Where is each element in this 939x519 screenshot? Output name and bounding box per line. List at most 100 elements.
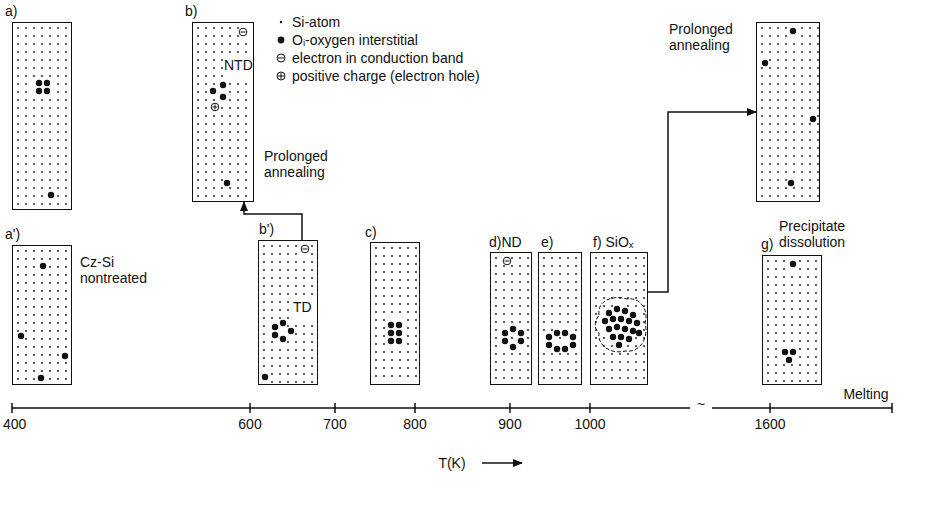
- legend-text: Oᵢ-oxygen interstitial: [292, 32, 418, 48]
- oxygen-atom: [546, 334, 552, 340]
- oxygen-atom: [786, 357, 792, 363]
- oxygen-atom: [38, 375, 44, 381]
- panel-label: b'): [259, 221, 274, 237]
- oxygen-atom: [610, 316, 616, 322]
- oxygen-atom: [280, 336, 286, 342]
- oxygen-atom: [18, 333, 24, 339]
- crystal-panel: f) SiOₓ: [590, 252, 648, 385]
- oxygen-atom: [602, 318, 608, 324]
- oxygen-atom: [262, 374, 268, 380]
- oxygen-atom: [622, 308, 628, 314]
- silicon-lattice: [371, 243, 421, 386]
- silicon-lattice: [763, 256, 823, 386]
- axis-label: 700: [323, 416, 346, 432]
- charge-symbol: [503, 257, 511, 265]
- oxygen-atom: [554, 346, 560, 352]
- oxygen-atom: [224, 180, 230, 186]
- oxygen-atom: [562, 346, 568, 352]
- oxygen-atom: [614, 306, 620, 312]
- oxygen-atom: [606, 326, 612, 332]
- axis-label: Melting: [843, 386, 888, 402]
- panel-label: Prolonged annealing: [669, 21, 745, 53]
- process-arrow: [648, 112, 756, 292]
- panel-label: a'): [5, 226, 20, 242]
- legend-text: electron in conduction band: [292, 50, 463, 66]
- oxygen-atom: [606, 310, 612, 316]
- oxygen-atom: [510, 344, 516, 350]
- oxygen-atom: [272, 332, 278, 338]
- oxygen-atom: [790, 28, 796, 34]
- panel-note: TD: [293, 299, 312, 315]
- panel-label: c): [365, 224, 377, 240]
- oxygen-atom: [396, 330, 402, 336]
- precipitate-outline: [595, 298, 646, 352]
- oxygen-atom: [210, 88, 216, 94]
- oxygen-atom: [280, 320, 286, 326]
- silicon-lattice: [757, 23, 821, 203]
- oxygen-atom: [618, 316, 624, 322]
- crystal-panel: d)ND: [490, 252, 532, 385]
- crystal-panel: Prolonged annealing: [756, 22, 820, 202]
- legend-symbols: [277, 21, 285, 80]
- oxygen-atom: [634, 320, 640, 326]
- charge-symbol: [301, 245, 309, 253]
- charge-symbol: [211, 103, 219, 111]
- axis-label: 900: [498, 416, 521, 432]
- oxygen-atom: [48, 192, 54, 198]
- oxygen-atom: [272, 324, 278, 330]
- oxygen-atom: [518, 330, 524, 336]
- oxygen-atom: [220, 82, 226, 88]
- panel-label: e): [541, 234, 553, 250]
- arrow-label: Prolonged annealing: [262, 148, 340, 180]
- silicon-lattice: [539, 253, 583, 386]
- crystal-panel: e): [538, 252, 582, 385]
- oxygen-atom: [396, 322, 402, 328]
- crystal-panel: a): [12, 22, 72, 210]
- oxygen-atom: [554, 330, 560, 336]
- oxygen-atom: [626, 336, 632, 342]
- oxygen-atom: [510, 326, 516, 332]
- panel-label: d)ND: [489, 234, 522, 250]
- crystal-panel: b)NTD: [192, 22, 254, 202]
- oxygen-atom: [388, 322, 394, 328]
- crystal-panel: g)Precipitate dissolution: [762, 255, 822, 385]
- oxygen-atom: [220, 94, 226, 100]
- axis-label: 1600: [754, 416, 785, 432]
- process-arrow: [244, 202, 302, 240]
- panel-label: f) SiOₓ: [593, 234, 633, 250]
- oxygen-atom: [790, 261, 796, 267]
- crystal-panel: a'): [12, 245, 72, 385]
- temperature-axis: [12, 403, 892, 463]
- panel-label: g): [761, 236, 773, 252]
- oxygen-atom: [562, 330, 568, 336]
- oxygen-atom: [782, 349, 788, 355]
- oxygen-atom: [616, 342, 622, 348]
- oxygen-atom: [36, 80, 42, 86]
- silicon-lattice: [591, 253, 649, 386]
- oxygen-atom: [502, 338, 508, 344]
- oxygen-atom: [570, 342, 576, 348]
- oxygen-atom: [626, 318, 632, 324]
- sample-note: Cz-Si nontreated: [80, 254, 152, 286]
- axis-label: 600: [238, 416, 261, 432]
- legend-text: positive charge (electron hole): [292, 68, 480, 84]
- oxygen-atom: [36, 88, 42, 94]
- oxygen-atom: [622, 326, 628, 332]
- oxygen-atom: [570, 334, 576, 340]
- oxygen-atom: [44, 80, 50, 86]
- silicon-lattice: [13, 23, 73, 211]
- oxygen-atom: [762, 60, 768, 66]
- axis-label: 800: [403, 416, 426, 432]
- oxygen-atom: [44, 88, 50, 94]
- crystal-panel: b')TD: [258, 240, 318, 385]
- oxygen-atom: [788, 180, 794, 186]
- axis-label: T(K): [438, 455, 465, 471]
- oxygen-atom: [546, 342, 552, 348]
- oxygen-atom: [388, 338, 394, 344]
- oxygen-atom: [810, 116, 816, 122]
- oxygen-atom: [790, 349, 796, 355]
- oxygen-atom: [502, 330, 508, 336]
- oxygen-atom: [288, 328, 294, 334]
- panel-note: Precipitate dissolution: [779, 218, 855, 250]
- legend-text: Si-atom: [292, 14, 340, 30]
